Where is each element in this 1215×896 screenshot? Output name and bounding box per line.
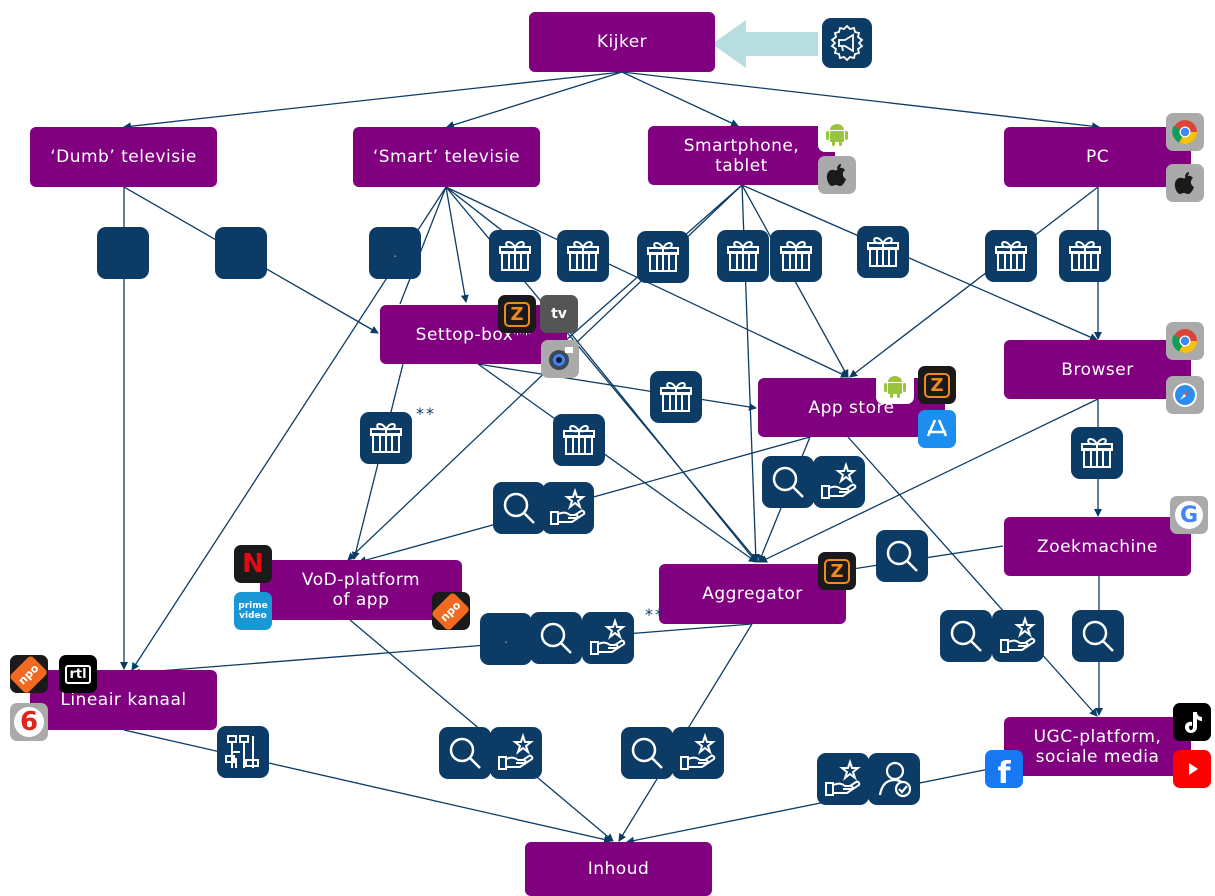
gift-icon: [650, 371, 702, 423]
rtl-logo-text: rtl: [65, 664, 91, 684]
google-logo-text: G: [1175, 501, 1203, 529]
chrome-icon: [1166, 322, 1204, 360]
android-icon: [876, 366, 914, 404]
node-browser: Browser: [1004, 340, 1191, 399]
gift-icon: [1059, 230, 1111, 282]
sbs6-logo: 6: [10, 703, 48, 741]
node-app-store: App store: [758, 378, 945, 437]
blank-icon: [97, 227, 149, 279]
prime-video-logo: prime video: [234, 592, 272, 630]
blank-icon: .: [480, 613, 532, 665]
app-store-icon: [918, 410, 956, 448]
search-icon: [530, 612, 582, 664]
chromecast-icon: [541, 340, 579, 378]
tiktok-icon: [1173, 703, 1211, 741]
rtl-logo: rtl: [59, 655, 97, 693]
node-vod-platform: VoD-platform of app: [260, 560, 462, 620]
blank-icon: [215, 227, 267, 279]
node-zoekmachine: Zoekmachine: [1004, 517, 1191, 576]
ziggo-logo-text: Z: [824, 558, 850, 584]
search-icon: [876, 530, 928, 582]
gift-icon: [489, 230, 541, 282]
node-smartphone-tablet: Smartphone, tablet: [648, 126, 835, 185]
facebook-logo: f: [985, 750, 1023, 788]
user-check-icon: [868, 753, 920, 805]
recommendation-icon: [582, 612, 634, 664]
apple-tv-logo: tv: [540, 295, 578, 333]
megaphone-icon: [822, 18, 872, 68]
node-smart-tv: ‘Smart’ televisie: [353, 127, 540, 187]
edge-kijker-smart: [446, 71, 623, 129]
recommendation-icon: [817, 753, 869, 805]
apple-tv-logo-text: tv: [551, 306, 567, 322]
node-pc: PC: [1004, 127, 1191, 187]
youtube-icon: [1173, 750, 1211, 788]
node-ugc-platform: UGC-platform, sociale media: [1004, 717, 1191, 776]
safari-icon: [1166, 376, 1204, 414]
recommendation-icon: [992, 610, 1044, 662]
node-aggregator: Aggregator: [659, 564, 846, 624]
light-arrow: [712, 20, 818, 68]
facebook-logo-text: f: [997, 755, 1011, 789]
search-icon: [439, 727, 491, 779]
ziggo-logo: Z: [918, 366, 956, 404]
gift-icon: [360, 412, 412, 464]
recommendation-icon: [490, 727, 542, 779]
search-icon: [1072, 610, 1124, 662]
edge-kijker-pc: [621, 71, 1100, 131]
netflix-logo: N: [234, 545, 272, 583]
gift-icon: [553, 414, 605, 466]
node-dumb-tv: ‘Dumb’ televisie: [30, 127, 217, 187]
npo-logo-text: npo: [10, 655, 48, 693]
ziggo-logo-text: Z: [504, 301, 530, 327]
gift-icon: [717, 230, 769, 282]
node-settop-box: Settop-box**: [380, 305, 567, 364]
recommendation-icon: [542, 482, 594, 534]
gift-icon: [770, 230, 822, 282]
apple-icon: [1166, 164, 1204, 202]
gift-icon: [557, 230, 609, 282]
search-icon: [493, 482, 545, 534]
android-icon: [818, 114, 856, 152]
search-icon: [762, 456, 814, 508]
chrome-icon: [1166, 113, 1204, 151]
edge-kijker-dumb: [123, 71, 623, 131]
gift-icon: [637, 231, 689, 283]
prime-video-logo-text: prime video: [238, 601, 268, 621]
ziggo-logo: Z: [818, 552, 856, 590]
dot-mark: .: [393, 246, 397, 260]
gift-icon: [1071, 427, 1123, 479]
npo-logo-text: npo: [432, 592, 470, 630]
edge-kijker-phone: [621, 71, 739, 127]
ziggo-logo-text: Z: [924, 372, 950, 398]
netflix-logo-text: N: [242, 549, 264, 579]
ziggo-logo: Z: [498, 295, 536, 333]
apple-icon: [818, 156, 856, 194]
sbs6-logo-text: 6: [14, 707, 44, 737]
blank-icon: .: [369, 227, 421, 279]
node-kijker: Kijker: [529, 12, 715, 72]
search-icon: [940, 610, 992, 662]
dot-mark: .: [504, 632, 508, 646]
gift-icon: [985, 230, 1037, 282]
settop-note: **: [416, 404, 436, 423]
aggregator-note: **: [645, 605, 665, 624]
node-inhoud: Inhoud: [525, 842, 712, 896]
gift-icon: [857, 226, 909, 278]
search-icon: [621, 727, 673, 779]
recommendation-icon: [672, 727, 724, 779]
npo-logo: npo: [432, 592, 470, 630]
recommendation-icon: [813, 456, 865, 508]
distribution-network-icon: [217, 726, 269, 778]
npo-logo: npo: [10, 655, 48, 693]
google-logo: G: [1170, 496, 1208, 534]
